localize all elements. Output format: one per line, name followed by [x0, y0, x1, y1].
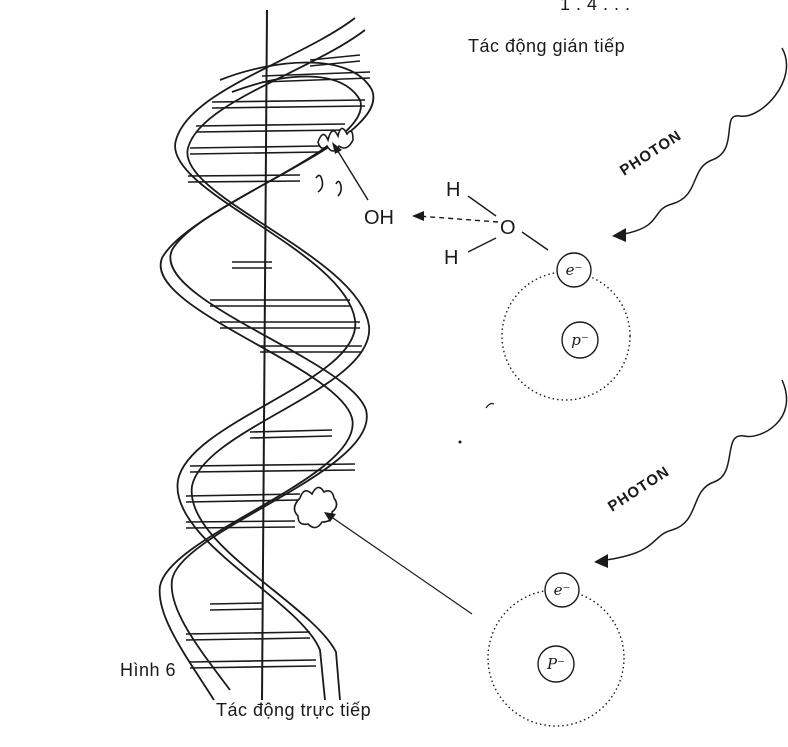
base-pair: [186, 632, 310, 640]
hydroxyl-label: OH: [364, 207, 394, 229]
dna-strand-a: [175, 18, 369, 700]
top-fragment-text: 1 . 4 . . .: [560, 0, 631, 14]
oxygen-label: O: [500, 217, 516, 239]
lower-photon-arrowhead: [594, 554, 608, 568]
broken-strand-end: [336, 181, 341, 196]
base-pair: [210, 603, 262, 610]
lower-nucleus-label: P⁻: [546, 655, 565, 673]
direct-action-line: [330, 516, 472, 614]
stray-mark: [486, 404, 494, 409]
lower-photon-label: PHOTON: [605, 463, 673, 515]
helix-axis: [262, 10, 267, 700]
base-pair: [250, 430, 332, 438]
upper-photon-arrowhead: [612, 228, 626, 242]
o-electron-bond: [522, 232, 548, 250]
broken-strand-end: [316, 175, 323, 192]
base-pair: [210, 300, 350, 306]
direct-action-label: Tác động trực tiếp: [216, 700, 371, 720]
base-pair: [196, 124, 345, 132]
stray-dot: [459, 441, 462, 444]
oh-dashed-arrow: [418, 216, 498, 222]
upper-atom: e⁻ p⁻: [502, 253, 630, 400]
base-pair: [310, 55, 360, 66]
lower-atom: e⁻ P⁻: [488, 573, 624, 726]
upper-photon-wave: [624, 48, 787, 234]
upper-nucleus-label: p⁻: [571, 331, 589, 349]
base-pair: [190, 146, 320, 154]
lower-photon-wave: [606, 380, 787, 560]
figure-number-label: Hình 6: [120, 660, 176, 680]
oh-dashed-arrowhead: [412, 211, 424, 221]
indirect-action-label: Tác động gián tiếp: [468, 36, 625, 56]
h-o-bond-top: [468, 196, 496, 216]
upper-photon-label: PHOTON: [617, 127, 685, 179]
h-o-bond-bottom: [468, 238, 496, 252]
upper-electron-label: e⁻: [566, 261, 583, 279]
hydrogen-top-label: H: [446, 179, 460, 201]
lower-electron-label: e⁻: [554, 581, 571, 599]
hydrogen-bottom-label: H: [444, 247, 458, 269]
